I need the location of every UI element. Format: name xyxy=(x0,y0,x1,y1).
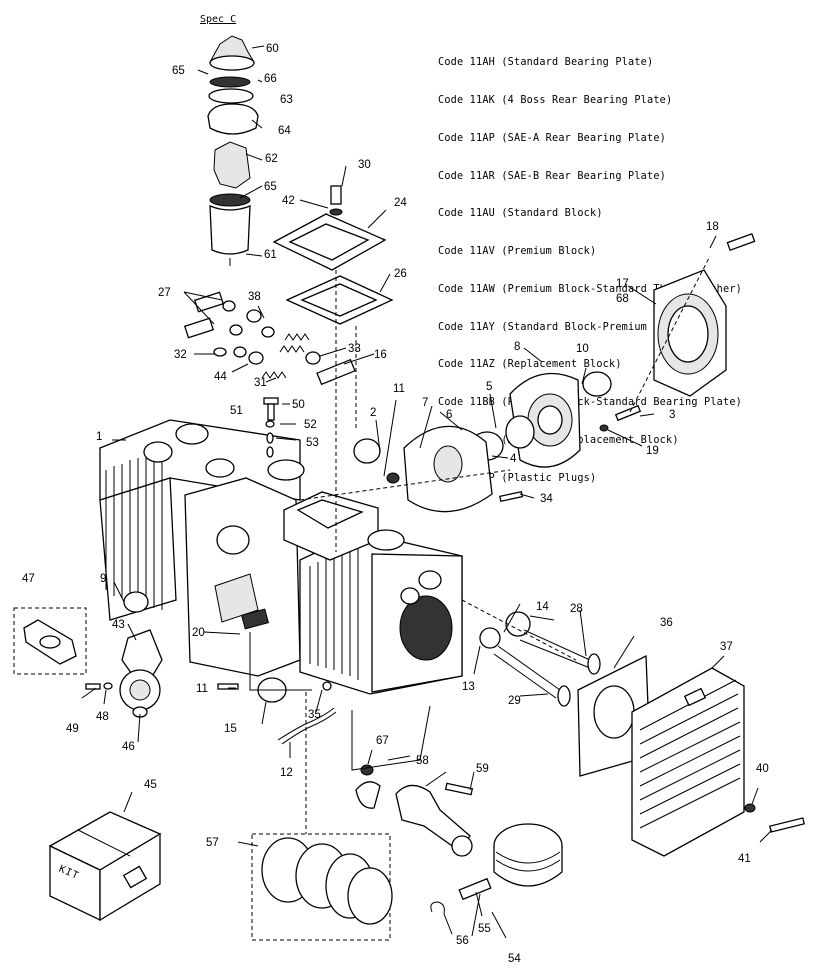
callout-35: 35 xyxy=(308,709,321,721)
callout-56: 56 xyxy=(456,935,469,947)
callout-62: 62 xyxy=(265,153,278,165)
callout-19: 19 xyxy=(646,445,659,457)
callout-68: 68 xyxy=(616,293,629,305)
callout-66: 66 xyxy=(264,73,277,85)
callout-51: 51 xyxy=(230,405,243,417)
callout-29: 29 xyxy=(508,695,521,707)
callout-8: 8 xyxy=(514,341,520,353)
callout-57: 57 xyxy=(206,837,219,849)
code-line: Code 11AR (SAE-B Rear Bearing Plate) xyxy=(438,170,667,182)
callout-17: 17 xyxy=(616,278,629,290)
misc-hardware-group xyxy=(123,397,337,745)
code-line: Code 11AP (SAE-A Rear Bearing Plate) xyxy=(438,132,667,144)
leader-lines xyxy=(81,45,773,939)
code-line: Code 11AU (Standard Block) xyxy=(438,208,603,220)
code-line: Code 11AH (Standard Bearing Plate) xyxy=(438,57,654,69)
bolt-part xyxy=(499,404,642,502)
callout-65: 65 xyxy=(172,65,185,77)
callout-28: 28 xyxy=(570,603,583,615)
callout-13: 13 xyxy=(462,681,475,693)
callout-43: 43 xyxy=(112,619,125,631)
governor-gear-part xyxy=(85,629,163,718)
rear-flange-part xyxy=(653,232,756,397)
callout-34: 34 xyxy=(540,493,553,505)
code-line: Code 11AK (4 Boss Rear Bearing Plate) xyxy=(438,94,673,106)
callout-27: 27 xyxy=(158,287,171,299)
bearing-plate-part xyxy=(353,371,612,513)
callout-41: 41 xyxy=(738,853,751,865)
engine-block-part xyxy=(99,419,463,695)
callout-14: 14 xyxy=(536,601,549,613)
callout-60: 60 xyxy=(266,43,279,55)
callout-7: 7 xyxy=(422,397,428,409)
callout-37: 37 xyxy=(720,641,733,653)
callout-20: 20 xyxy=(192,627,205,639)
callout-1: 1 xyxy=(96,431,102,443)
callout-47: 47 xyxy=(22,573,35,585)
callout-18: 18 xyxy=(706,221,719,233)
callout-11: 11 xyxy=(196,683,208,695)
callout-6: 6 xyxy=(446,409,452,421)
callout-40: 40 xyxy=(756,763,769,775)
callout-59: 59 xyxy=(476,763,489,775)
callout-65: 65 xyxy=(264,181,277,193)
assembly-lines xyxy=(249,255,711,834)
callout-30: 30 xyxy=(358,159,371,171)
callout-26: 26 xyxy=(394,268,407,280)
code-line: Code 11AZ (Replacement Block) xyxy=(438,359,622,371)
callout-61: 61 xyxy=(264,249,277,261)
kit-box: KIT xyxy=(48,811,162,922)
callout-42: 42 xyxy=(282,195,295,207)
callout-54: 54 xyxy=(508,953,521,965)
callout-50: 50 xyxy=(292,399,305,411)
callout-52: 52 xyxy=(304,419,317,431)
callout-12: 12 xyxy=(280,767,293,779)
callout-labels: 60 65 66 63 64 62 65 61 30 42 24 26 27 3… xyxy=(22,43,769,965)
code-line: Code 11AV (Premium Block) xyxy=(438,246,597,258)
callout-33: 33 xyxy=(348,343,361,355)
callout-63: 63 xyxy=(280,94,293,106)
callout-48: 48 xyxy=(96,711,109,723)
piston-ring-kit-box xyxy=(251,833,393,941)
callout-38: 38 xyxy=(248,291,261,303)
callout-11: 11 xyxy=(393,383,405,395)
callout-15: 15 xyxy=(224,723,237,735)
callout-5: 5 xyxy=(486,381,492,393)
connecting-rod-part xyxy=(355,764,474,857)
callout-64: 64 xyxy=(278,125,291,137)
callout-49: 49 xyxy=(66,723,79,735)
callout-44: 44 xyxy=(214,371,227,383)
callout-32: 32 xyxy=(174,349,187,361)
callout-9: 9 xyxy=(100,573,106,585)
breather-cap-part xyxy=(207,35,259,266)
spec-label: Spec C xyxy=(200,14,237,25)
cylinder-head-part xyxy=(577,654,806,857)
callout-45: 45 xyxy=(144,779,157,791)
callout-67: 67 xyxy=(376,735,389,747)
gasket-kit-box xyxy=(13,607,87,675)
breather-cover-gasket-part xyxy=(272,185,394,325)
callout-3: 3 xyxy=(669,409,675,421)
callout-16: 16 xyxy=(374,349,387,361)
callout-2: 2 xyxy=(370,407,376,419)
callout-36: 36 xyxy=(660,617,673,629)
piston-part xyxy=(430,823,563,915)
callout-55: 55 xyxy=(478,923,491,935)
callout-4: 4 xyxy=(510,453,517,465)
callout-53: 53 xyxy=(306,437,319,449)
callout-58: 58 xyxy=(416,755,429,767)
callout-46: 46 xyxy=(122,741,135,753)
callout-24: 24 xyxy=(394,197,407,209)
callout-31: 31 xyxy=(254,377,267,389)
callout-10: 10 xyxy=(576,343,589,355)
